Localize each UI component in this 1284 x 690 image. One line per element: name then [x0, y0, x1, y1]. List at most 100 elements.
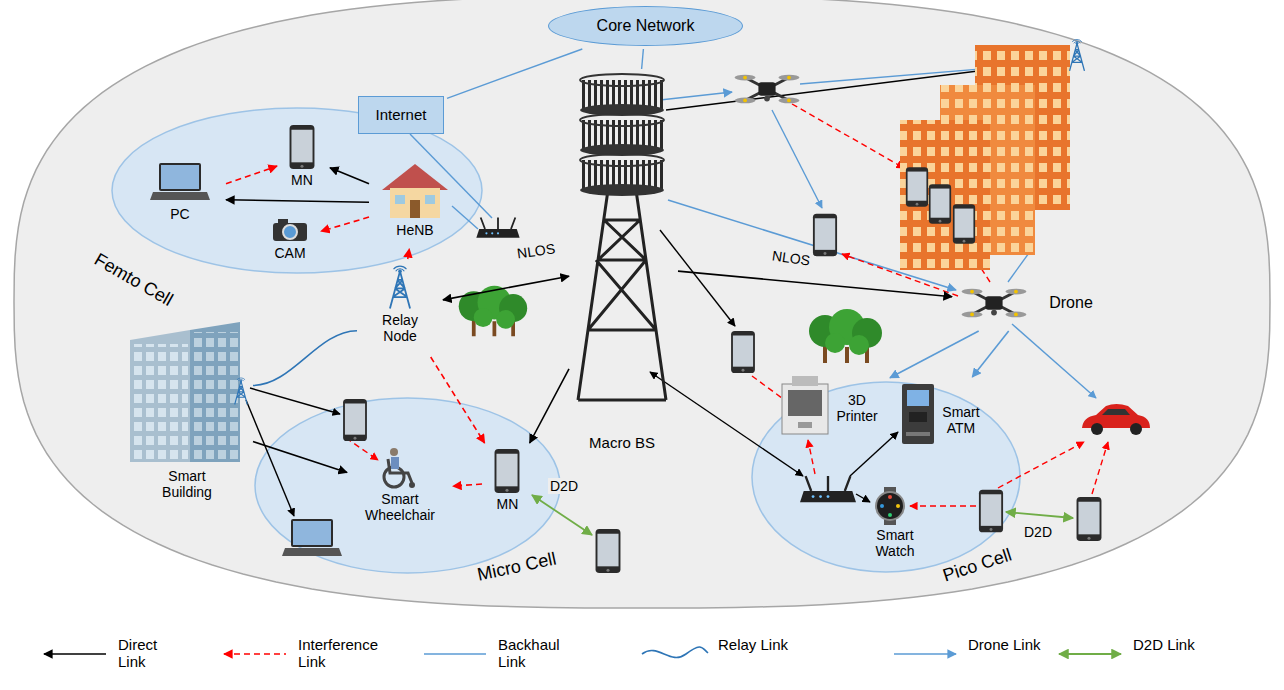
link-line [890, 331, 979, 378]
layout-links [452, 206, 478, 229]
layout-links [910, 505, 976, 506]
macro-tower [578, 190, 666, 400]
apartment-buildings [900, 120, 990, 270]
layout-links [660, 92, 732, 100]
layout-links [532, 495, 592, 535]
link-line [972, 331, 1008, 377]
device-icons [596, 529, 621, 573]
cell-label: Micro Cell [461, 545, 573, 588]
layout-links [772, 110, 822, 208]
link-line [226, 200, 369, 202]
legend-text: D2D Link [1133, 636, 1233, 653]
cell-outline [255, 398, 560, 573]
pico-cell: Pico Cell3D PrinterSmart ATMSmart Watch [752, 382, 1020, 572]
link-label: NLOS [769, 247, 813, 269]
node-label: Internet [376, 106, 427, 123]
link-line [678, 271, 952, 297]
legend-line [1059, 653, 1121, 655]
home-enodeb: HeNB [372, 160, 461, 246]
node-label: Smart Building [147, 468, 227, 500]
macro-tower [578, 74, 666, 400]
link-line [253, 331, 357, 386]
legend-text: Direct Link [118, 636, 173, 671]
node-label: PC [140, 206, 220, 222]
link-line [530, 369, 569, 443]
layout-links [246, 60, 1108, 535]
device-icons [382, 164, 448, 218]
macro-tower [580, 74, 664, 86]
macro-tower [580, 184, 664, 196]
mobile-node: MN [485, 446, 533, 518]
node-label: 3D Printer [830, 392, 884, 424]
smart-atm: Smart ATM [895, 380, 988, 452]
device-icons [731, 331, 755, 373]
macro-tower [580, 114, 664, 126]
device-icons [384, 448, 415, 488]
device-icons [906, 167, 928, 206]
smart-building [130, 322, 247, 462]
layout-links [808, 440, 815, 474]
layout-links [792, 104, 904, 168]
legend-text: Drone Link [968, 636, 1068, 653]
device-icons [495, 449, 520, 493]
link-label: D2D [548, 478, 580, 494]
node-label: Relay Node [370, 312, 430, 344]
legend-line [424, 653, 486, 654]
device-icons [459, 286, 527, 337]
link-label: NLOS [514, 240, 558, 262]
layout-links [660, 230, 735, 326]
link-line [447, 49, 582, 98]
link-line [408, 249, 410, 259]
apartment-buildings [900, 120, 990, 270]
legend-text: Interference Link [298, 636, 393, 671]
device-icons [1082, 404, 1150, 435]
layout-links [250, 388, 340, 414]
3d-printer: 3D Printer [778, 372, 887, 444]
layout-links [998, 442, 1084, 488]
smart-building [192, 332, 238, 460]
link-line [330, 168, 369, 184]
legend-text: Backhaul Link [498, 636, 573, 671]
legend-sample [1055, 644, 1125, 664]
node-label: CAM [265, 245, 315, 261]
device-icons [273, 219, 307, 241]
smart-wheelchair: Smart Wheelchair [350, 445, 450, 535]
layout-links [850, 432, 898, 476]
device-icons [282, 519, 342, 556]
link-line [443, 276, 569, 300]
core-network-ellipse: Core Network [548, 6, 743, 46]
device-icons [1077, 497, 1102, 541]
smart-building [190, 322, 240, 462]
smart-building [132, 344, 188, 460]
legend-sample [420, 644, 490, 664]
pc-device: PC [140, 160, 223, 238]
device-icons [343, 399, 367, 441]
mobile-node: MN [280, 122, 327, 192]
device-icons [813, 214, 837, 257]
layout-links [246, 400, 294, 516]
network-area [14, 0, 1270, 608]
apartment-buildings [900, 40, 1084, 270]
layout-links [650, 372, 803, 476]
cell-label: Pico Cell [922, 539, 1033, 593]
link-label: D2D [1022, 524, 1054, 540]
device-icons [953, 204, 975, 243]
layout-links [856, 494, 870, 502]
smart-building [130, 330, 190, 462]
legend-line [642, 647, 708, 657]
device-icons [290, 125, 315, 169]
node-label: MN [485, 496, 530, 512]
layout-links [346, 438, 378, 460]
node-label: Smart ATM [937, 404, 985, 436]
node-label: Smart Watch [860, 527, 930, 559]
macro-tower [580, 154, 664, 166]
node-label: HeNB [372, 222, 458, 238]
femto-cell: Femto CellMNPCCAMHeNB [112, 108, 482, 273]
layout-links [1006, 512, 1073, 518]
device-icons [979, 490, 1003, 533]
node-label: Smart Wheelchair [355, 491, 445, 523]
legend-line [44, 653, 106, 655]
relay-node: Relay Node [360, 262, 440, 354]
link-line [253, 442, 347, 473]
